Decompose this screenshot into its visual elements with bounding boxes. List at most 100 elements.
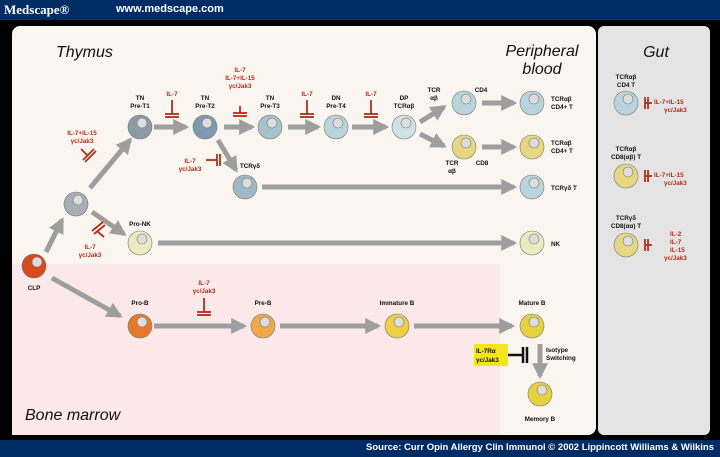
arrow-progenitor-to-pret1	[88, 137, 133, 190]
cell-immatureb	[384, 313, 410, 339]
inhibitor-gut2	[644, 170, 652, 182]
label-pronk: Pro-NK	[129, 221, 151, 228]
cell-pret4	[323, 114, 349, 140]
label-preb: Pre-B	[255, 300, 272, 307]
cell-pb-cd8	[519, 134, 545, 160]
cell-cd8	[451, 134, 477, 160]
label-cd4: CD4	[475, 87, 488, 94]
reg-memory-a: IL-7Rα	[476, 348, 496, 355]
reg-gd-a: IL-7	[184, 158, 196, 165]
reg-top-t2-c: γc/Jak3	[229, 83, 252, 90]
gut-title: Gut	[643, 44, 669, 61]
arrow-dp-to-cd8	[418, 131, 447, 149]
label-matureb: Mature B	[519, 300, 546, 307]
arrow-pret2-to-gd	[215, 138, 239, 173]
cell-gut-gd	[613, 232, 639, 258]
arrow-clp-to-prob	[50, 275, 123, 319]
cell-gut-cd4	[613, 90, 639, 116]
reg-nk-b: γc/Jak3	[79, 252, 102, 259]
medscape-logo: Medscape®	[4, 2, 70, 17]
label-isotype-b: Switching	[546, 355, 576, 362]
reg-nk-a: IL-7	[84, 244, 96, 251]
label-pret2-b: Pre-T2	[195, 103, 215, 110]
label-pb-cd8-a: TCRαβ	[551, 140, 572, 147]
reg-gut3-b: IL-7	[670, 239, 682, 246]
label-pret2-a: TN	[201, 95, 210, 102]
reg-gut3-a: IL-2	[670, 231, 682, 238]
reg-gut3-c: IL-15	[670, 247, 685, 254]
lymphocyte-development-diagram: Thymus Peripheral blood Gut Bone marrow	[12, 26, 710, 435]
label-pret1-b: Pre-T1	[130, 103, 150, 110]
cell-pb-nk	[519, 230, 545, 256]
label-tcr-ab-top-a: TCR	[428, 87, 441, 94]
reg-left-b: γc/Jak3	[71, 138, 94, 145]
bone-marrow-region	[12, 264, 500, 435]
reg-gut2-b: γc/Jak3	[664, 180, 687, 187]
label-isotype-a: Isotype	[546, 347, 569, 354]
label-pret1-a: TN	[136, 95, 145, 102]
inhibitor-b	[197, 298, 211, 316]
inhibitor-gut1	[644, 97, 652, 109]
inhibitor-il7-pret1	[165, 100, 179, 118]
cell-pronk	[127, 230, 153, 256]
label-tcr-ab-top-b: αβ	[430, 95, 438, 102]
label-dp-a: DP	[400, 95, 409, 102]
inhibitors	[80, 97, 652, 316]
cell-pret3	[257, 114, 283, 140]
inhibitor-pret2-top	[233, 106, 247, 117]
bone-marrow-title: Bone marrow	[25, 407, 122, 424]
cell-memoryb	[527, 381, 553, 407]
cell-gd	[232, 174, 258, 200]
reg-gd-b: γc/Jak3	[179, 166, 202, 173]
reg-il7-pret4: IL-7	[365, 91, 377, 98]
cell-labels: CLP TN Pre-T1 TN Pre-T2 TN Pre-T3 DN Pre…	[28, 74, 642, 423]
reg-top-t2-a: IL-7	[234, 67, 246, 74]
reg-il7-pret3: IL-7	[301, 91, 313, 98]
inhibitor-nk	[91, 221, 106, 238]
inhibitor-left-progenitor	[80, 148, 97, 163]
inhibitor-il7-pret4	[364, 100, 378, 118]
cell-progenitor	[63, 191, 89, 217]
cell-gut-cd8	[613, 163, 639, 189]
arrow-dp-to-cd4	[418, 104, 447, 125]
label-gd: TCRγδ	[240, 163, 260, 170]
memory-b-regulator: IL-7Rα γc/Jak3	[474, 344, 529, 366]
label-memoryb: Memory B	[525, 416, 556, 423]
reg-left-a: IL-7+IL-15	[67, 130, 97, 137]
label-gut-gd-a: TCRγδ	[616, 215, 636, 222]
label-pb-cd4-b: CD4+ T	[551, 104, 573, 111]
cell-prob	[127, 313, 153, 339]
peripheral-blood-title-line2: blood	[522, 61, 562, 78]
cell-cd4	[451, 90, 477, 116]
label-gut-cd4-a: TCRαβ	[616, 74, 637, 81]
label-gut-cd4-b: CD4 T	[617, 82, 635, 89]
cell-pb-gd	[519, 174, 545, 200]
thymus-title: Thymus	[56, 44, 113, 61]
label-dp-b: TCRαβ	[394, 103, 415, 110]
cell-clp	[21, 253, 47, 279]
reg-b-b: γc/Jak3	[193, 288, 216, 295]
label-clp: CLP	[28, 285, 41, 292]
arrows	[43, 94, 549, 380]
footer-bar: Source: Curr Opin Allergy Clin Immunol ©…	[0, 440, 720, 457]
reg-b-a: IL-7	[198, 280, 210, 287]
reg-il7-pret1: IL-7	[166, 91, 178, 98]
label-prob: Pro-B	[131, 300, 149, 307]
arrow-clp-to-progenitor	[43, 217, 65, 254]
label-tcr-ab-bottom-b: αβ	[448, 168, 456, 175]
reg-gut2-a: IL-7+IL-15	[654, 172, 684, 179]
label-pret3-b: Pre-T3	[260, 103, 280, 110]
label-pb-nk: NK	[551, 241, 561, 248]
label-gut-cd8-a: TCRαβ	[616, 146, 637, 153]
label-pret4-b: Pre-T4	[326, 103, 346, 110]
cells	[21, 90, 639, 407]
label-pret4-a: DN	[331, 95, 341, 102]
label-immatureb: Immature B	[380, 300, 415, 307]
reg-memory-b: γc/Jak3	[476, 357, 499, 364]
highlight-box	[474, 344, 508, 366]
label-gut-cd8-b: CD8(αβ) T	[611, 154, 641, 161]
cell-preb	[250, 313, 276, 339]
label-pb-gd: TCRγδ T	[551, 185, 577, 192]
inhibitor-il7-pret3	[300, 100, 314, 118]
